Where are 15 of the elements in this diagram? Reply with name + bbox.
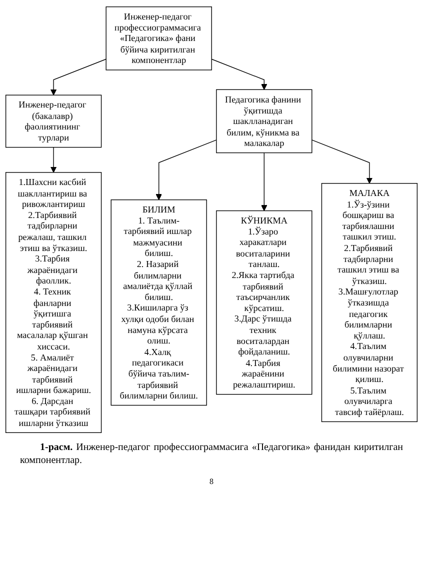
page-number: 8 (208, 477, 214, 486)
figure-caption: 1-расм. Инженер-педагог профессиограммасига «Педагогика» фанидан киритилган компонентлар. (20, 441, 403, 468)
process-box: МАЛАКА 1.Ўз-ўзини бошқариш ва тарбиялашни ташкил этиш. 2.Тарбиявий тадбирларни ташкил этиш ва ўтказиш. 3.Машғулотлар ўтказишда педагогик билимларни қўллаш. 4.Таълим олувчиларни билимини назорат қилиш. 5.Таълим олувчиларга тавсиф тайёрлаш. (321, 183, 418, 422)
process-box: КЎНИКМА 1.Ўзаро харакатлари воситаларини танлаш. 2.Якка тартибда тарбиявий таъсирчанлик кўрсатиш. 3.Дарс ўтишда техник воситалардан фойдаланиш. 4.Тарбия жараёнини режалаштириш. (216, 210, 312, 395)
arrow (261, 152, 268, 212)
process-box: Инженер-педагог (бакалавр) фаолиятининг турлари (5, 94, 102, 148)
process-box: Педагогика фанини ўқитишда шаклланадиган билим, кўникма ва малакалар (216, 89, 312, 154)
process-box: Инженер-педагог профессиограммасига «Педагогика» фани бўйича киритилган компонентлар (106, 6, 212, 70)
process-box: 1.Шахсни касбий шакллантириш ва ривожлантириш 2.Тарбиявий тадбирларни режалаш, ташкил этиш ва ўтказиш. 3.Тарбия жараёнидаги фаоллик. 4. Техник фанларни ўқитишга тарбиявий масалалар қўшган хиссаси. 5. Амалиёт жараёнидаги тарбиявий ишларни бажариш. 6. Дарсдан ташқари тарбиявий ишларни ўтказиш (5, 172, 102, 433)
arrow (50, 58, 106, 96)
arrow (50, 146, 57, 173)
arrow (312, 140, 373, 184)
arrow (156, 140, 217, 200)
arrow (211, 58, 268, 90)
process-box: БИЛИМ 1. Таълим-тарбиявий ишлар мажмуасини билиш. 2. Назарий билимларни амалиётда қўллай билиш. 3.Кишиларга ўз хулқи одоби билан намуна кўрсата олиш. 4.Халқ педагогикаси бўйича таълим-тарбиявий билимларни билиш. (110, 199, 207, 406)
